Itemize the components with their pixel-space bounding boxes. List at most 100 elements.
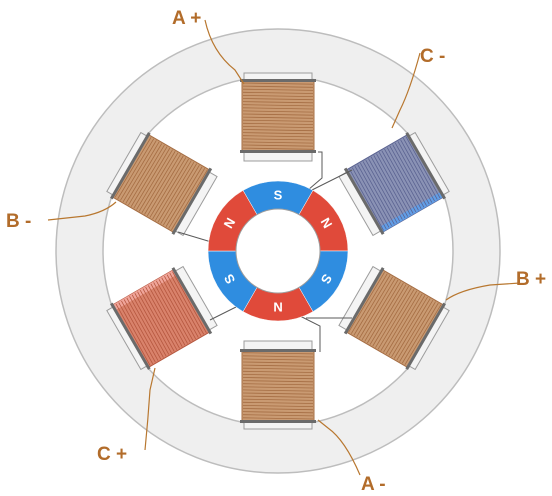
coil-end-cap (240, 79, 316, 82)
coil-b-plus (338, 265, 450, 371)
winding-turn (161, 277, 196, 340)
winding-turn (123, 299, 159, 361)
winding-turn (392, 144, 427, 206)
winding-turn (172, 271, 207, 333)
winding-turn (242, 405, 314, 407)
winding-turn (137, 291, 172, 354)
winding-turn (360, 162, 395, 225)
coil-end-cap (240, 349, 316, 352)
winding-turn (144, 154, 181, 215)
winding-turn (242, 408, 314, 411)
winding-turn (354, 165, 390, 228)
winding-turn (393, 298, 431, 359)
label-a-minus: A - (361, 474, 386, 495)
winding-turn (242, 144, 314, 147)
winding-turn (121, 300, 156, 363)
winding-turn (168, 168, 206, 229)
winding-turn (146, 155, 184, 217)
coil-end-cap (343, 267, 385, 335)
lead-a-minus (317, 419, 361, 476)
label-c-plus: C + (97, 444, 127, 465)
winding-turn (381, 150, 417, 213)
winding-turn (242, 95, 314, 97)
winding-turn (242, 401, 314, 404)
coil-end-cap (240, 150, 316, 153)
winding-turn (357, 164, 392, 227)
winding-turn (242, 122, 314, 125)
label-b-minus: B - (6, 211, 31, 232)
winding-turn (404, 304, 442, 365)
coil-c-minus (338, 131, 450, 237)
coil-end-cap (110, 302, 151, 370)
winding-turn (242, 141, 314, 144)
winding-turn (242, 380, 314, 383)
winding-turn (242, 364, 314, 367)
winding-turn (400, 139, 435, 202)
winding-turn (242, 129, 314, 132)
winding-turn (383, 292, 420, 353)
winding-turn (242, 119, 314, 122)
winding-turn (114, 137, 152, 198)
winding-turn (120, 140, 157, 201)
coil-labels: A + C - B + A - C + B - (6, 8, 546, 495)
winding-turn (356, 276, 394, 338)
winding-turn (150, 283, 186, 346)
winding-turn (394, 142, 430, 205)
winding-turn (126, 297, 162, 360)
lead-b-plus (445, 282, 521, 301)
winding-turn (242, 98, 314, 101)
winding-turn (242, 104, 314, 107)
winding-turn (399, 301, 436, 362)
winding-turn (242, 82, 314, 85)
winding-turn (242, 361, 314, 364)
winding-turn (380, 290, 418, 351)
winding-turn (242, 113, 314, 116)
coil-end-cap (171, 267, 213, 335)
winding-turn (350, 273, 388, 334)
rotor-pole-label: S (274, 188, 283, 203)
coil-end-cap (405, 132, 446, 200)
coil-end-cap (405, 302, 446, 370)
winding-turn (351, 167, 387, 230)
winding-turn (402, 138, 438, 200)
winding-turn (122, 141, 160, 203)
winding-turn (128, 144, 165, 206)
winding-turn (242, 138, 314, 141)
winding-turn (353, 275, 391, 336)
winding-turn (368, 158, 403, 220)
winding-turn (384, 148, 419, 211)
winding-turn (405, 136, 441, 199)
winding-turn (242, 116, 314, 119)
winding-turn (349, 169, 384, 231)
winding-turn (242, 135, 314, 138)
winding-turn (242, 147, 314, 150)
winding-turn (171, 169, 208, 231)
winding-turn (376, 153, 411, 216)
winding-turn (242, 417, 314, 420)
winding-turn (358, 278, 396, 339)
winding-turn (164, 275, 199, 338)
winding-turn (242, 110, 314, 113)
coil-b-minus (106, 131, 218, 237)
winding-turn (153, 282, 188, 344)
winding-turn (377, 288, 415, 350)
winding-turn (367, 282, 404, 344)
lead-b-minus (47, 201, 117, 221)
winding-turn (242, 91, 314, 94)
winding-turn (242, 389, 314, 392)
winding-turn (242, 358, 314, 361)
lead-c-minus (391, 52, 421, 129)
winding-turn (242, 107, 314, 110)
winding-turn (242, 88, 314, 91)
winding-turn (242, 367, 314, 370)
label-a-plus: A + (172, 8, 201, 29)
winding-turn (364, 281, 402, 342)
lead-c-plus (144, 367, 156, 451)
winding-turn (242, 411, 314, 414)
winding-turn (160, 163, 198, 224)
winding-turn (242, 374, 314, 376)
winding-turn (242, 126, 314, 128)
coil-a-plus (240, 72, 316, 162)
wire-a-upper (307, 151, 323, 191)
